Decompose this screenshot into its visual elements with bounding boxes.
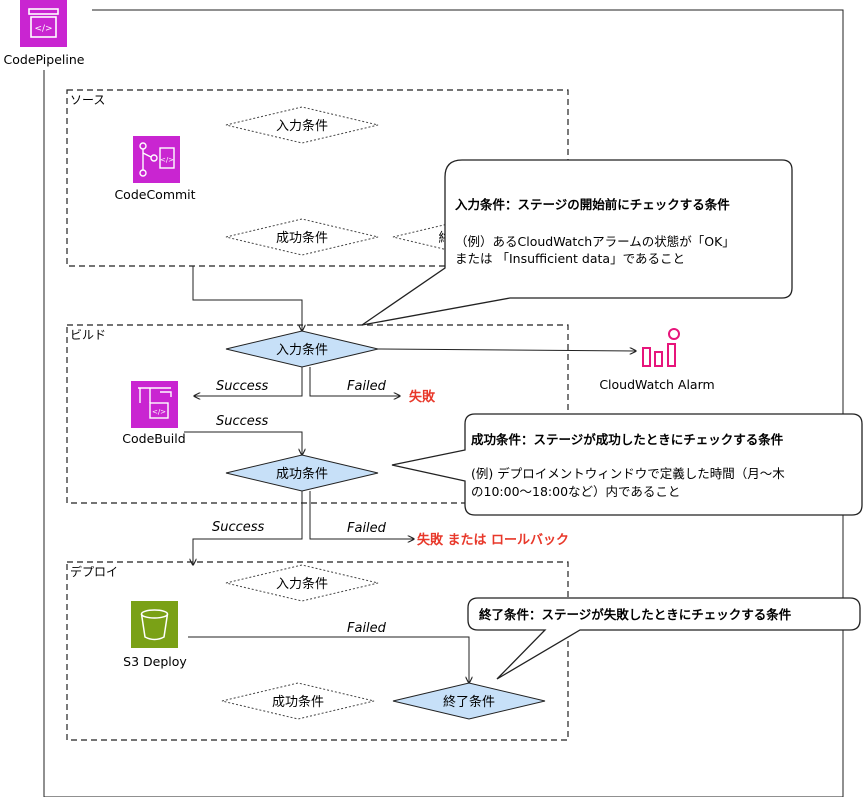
build-failed-arrow	[309, 491, 414, 539]
build-fail-or-rollback: 失敗 または ロールバック	[417, 532, 569, 548]
s3-failed-arrow	[188, 636, 469, 683]
deploy-success-condition	[221, 682, 375, 720]
cloudwatch-alarm-icon	[642, 328, 680, 367]
deploy-failure-label: 終了条件	[443, 694, 495, 710]
callout-entry-line2: または 「Insufficient data」であること	[455, 251, 685, 266]
pipeline-frame	[43, 9, 844, 797]
source-to-build-arrow	[192, 266, 302, 331]
svg-text:</>: </>	[152, 408, 166, 416]
entry-success-label: Success	[216, 379, 269, 394]
deploy-failure-condition	[392, 682, 546, 720]
stage-deploy-label: デプロイ	[70, 564, 118, 579]
deploy-success-label: 成功条件	[272, 694, 324, 710]
codecommit-icon: </>	[133, 136, 180, 183]
codebuild-icon: </>	[131, 381, 178, 428]
stage-source-box	[66, 89, 569, 267]
entry-to-cloudwatch-arrow	[377, 349, 636, 351]
entry-failed-label: Failed	[347, 379, 387, 394]
build-success-to-deploy-arrow	[193, 491, 303, 565]
deploy-entry-condition	[225, 564, 379, 602]
entry-success-arrow	[194, 367, 303, 396]
callout-success-line1: (例) デプロイメントウィンドウで定義した時間（月〜木	[471, 466, 785, 481]
callout-entry-line1: （例）あるCloudWatchアラームの状態が「OK」	[455, 234, 735, 249]
callout-success-line2: の10:00〜18:00など）内であること	[471, 484, 680, 499]
callout-entry-title: 入力条件：ステージの開始前にチェックする条件	[455, 197, 730, 212]
stage-source-label: ソース	[70, 93, 105, 107]
stage-build-label: ビルド	[70, 328, 106, 342]
source-success-label: 成功条件	[276, 230, 328, 246]
source-entry-label: 入力条件	[276, 118, 328, 134]
build-success-label: 成功条件	[276, 466, 328, 482]
s3-deploy-label: S3 Deploy	[123, 654, 187, 669]
build-success-condition	[225, 454, 379, 492]
svg-text:</>: </>	[34, 24, 52, 34]
callout-entry	[361, 159, 793, 326]
build-failed-label: Failed	[347, 521, 387, 536]
build-entry-label: 入力条件	[276, 342, 328, 358]
s3-failed-label: Failed	[347, 621, 387, 636]
svg-text:</>: </>	[160, 156, 174, 164]
source-success-condition	[225, 218, 379, 256]
entry-failed-arrow	[309, 367, 400, 396]
callout-failure	[467, 597, 861, 680]
codebuild-success-arrow	[184, 431, 302, 455]
codepipeline-icon: </>	[20, 0, 67, 47]
source-entry-condition	[225, 106, 379, 144]
callout-failure-title: 終了条件：ステージが失敗したときにチェックする条件	[479, 607, 792, 622]
codepipeline-label: CodePipeline	[4, 52, 85, 67]
codebuild-success-label: Success	[216, 414, 269, 429]
s3-bucket-icon	[131, 601, 178, 648]
cloudwatch-alarm-label: CloudWatch Alarm	[599, 377, 714, 392]
codecommit-label: CodeCommit	[114, 187, 195, 202]
deploy-entry-label: 入力条件	[276, 576, 328, 592]
callout-success-title: 成功条件：ステージが成功したときにチェックする条件	[471, 432, 784, 447]
stage-deploy-box	[66, 561, 569, 741]
build-success-to-deploy-label: Success	[212, 520, 265, 535]
codebuild-label: CodeBuild	[122, 431, 185, 446]
callout-success	[391, 413, 863, 516]
entry-fail-result: 失敗	[409, 389, 436, 405]
